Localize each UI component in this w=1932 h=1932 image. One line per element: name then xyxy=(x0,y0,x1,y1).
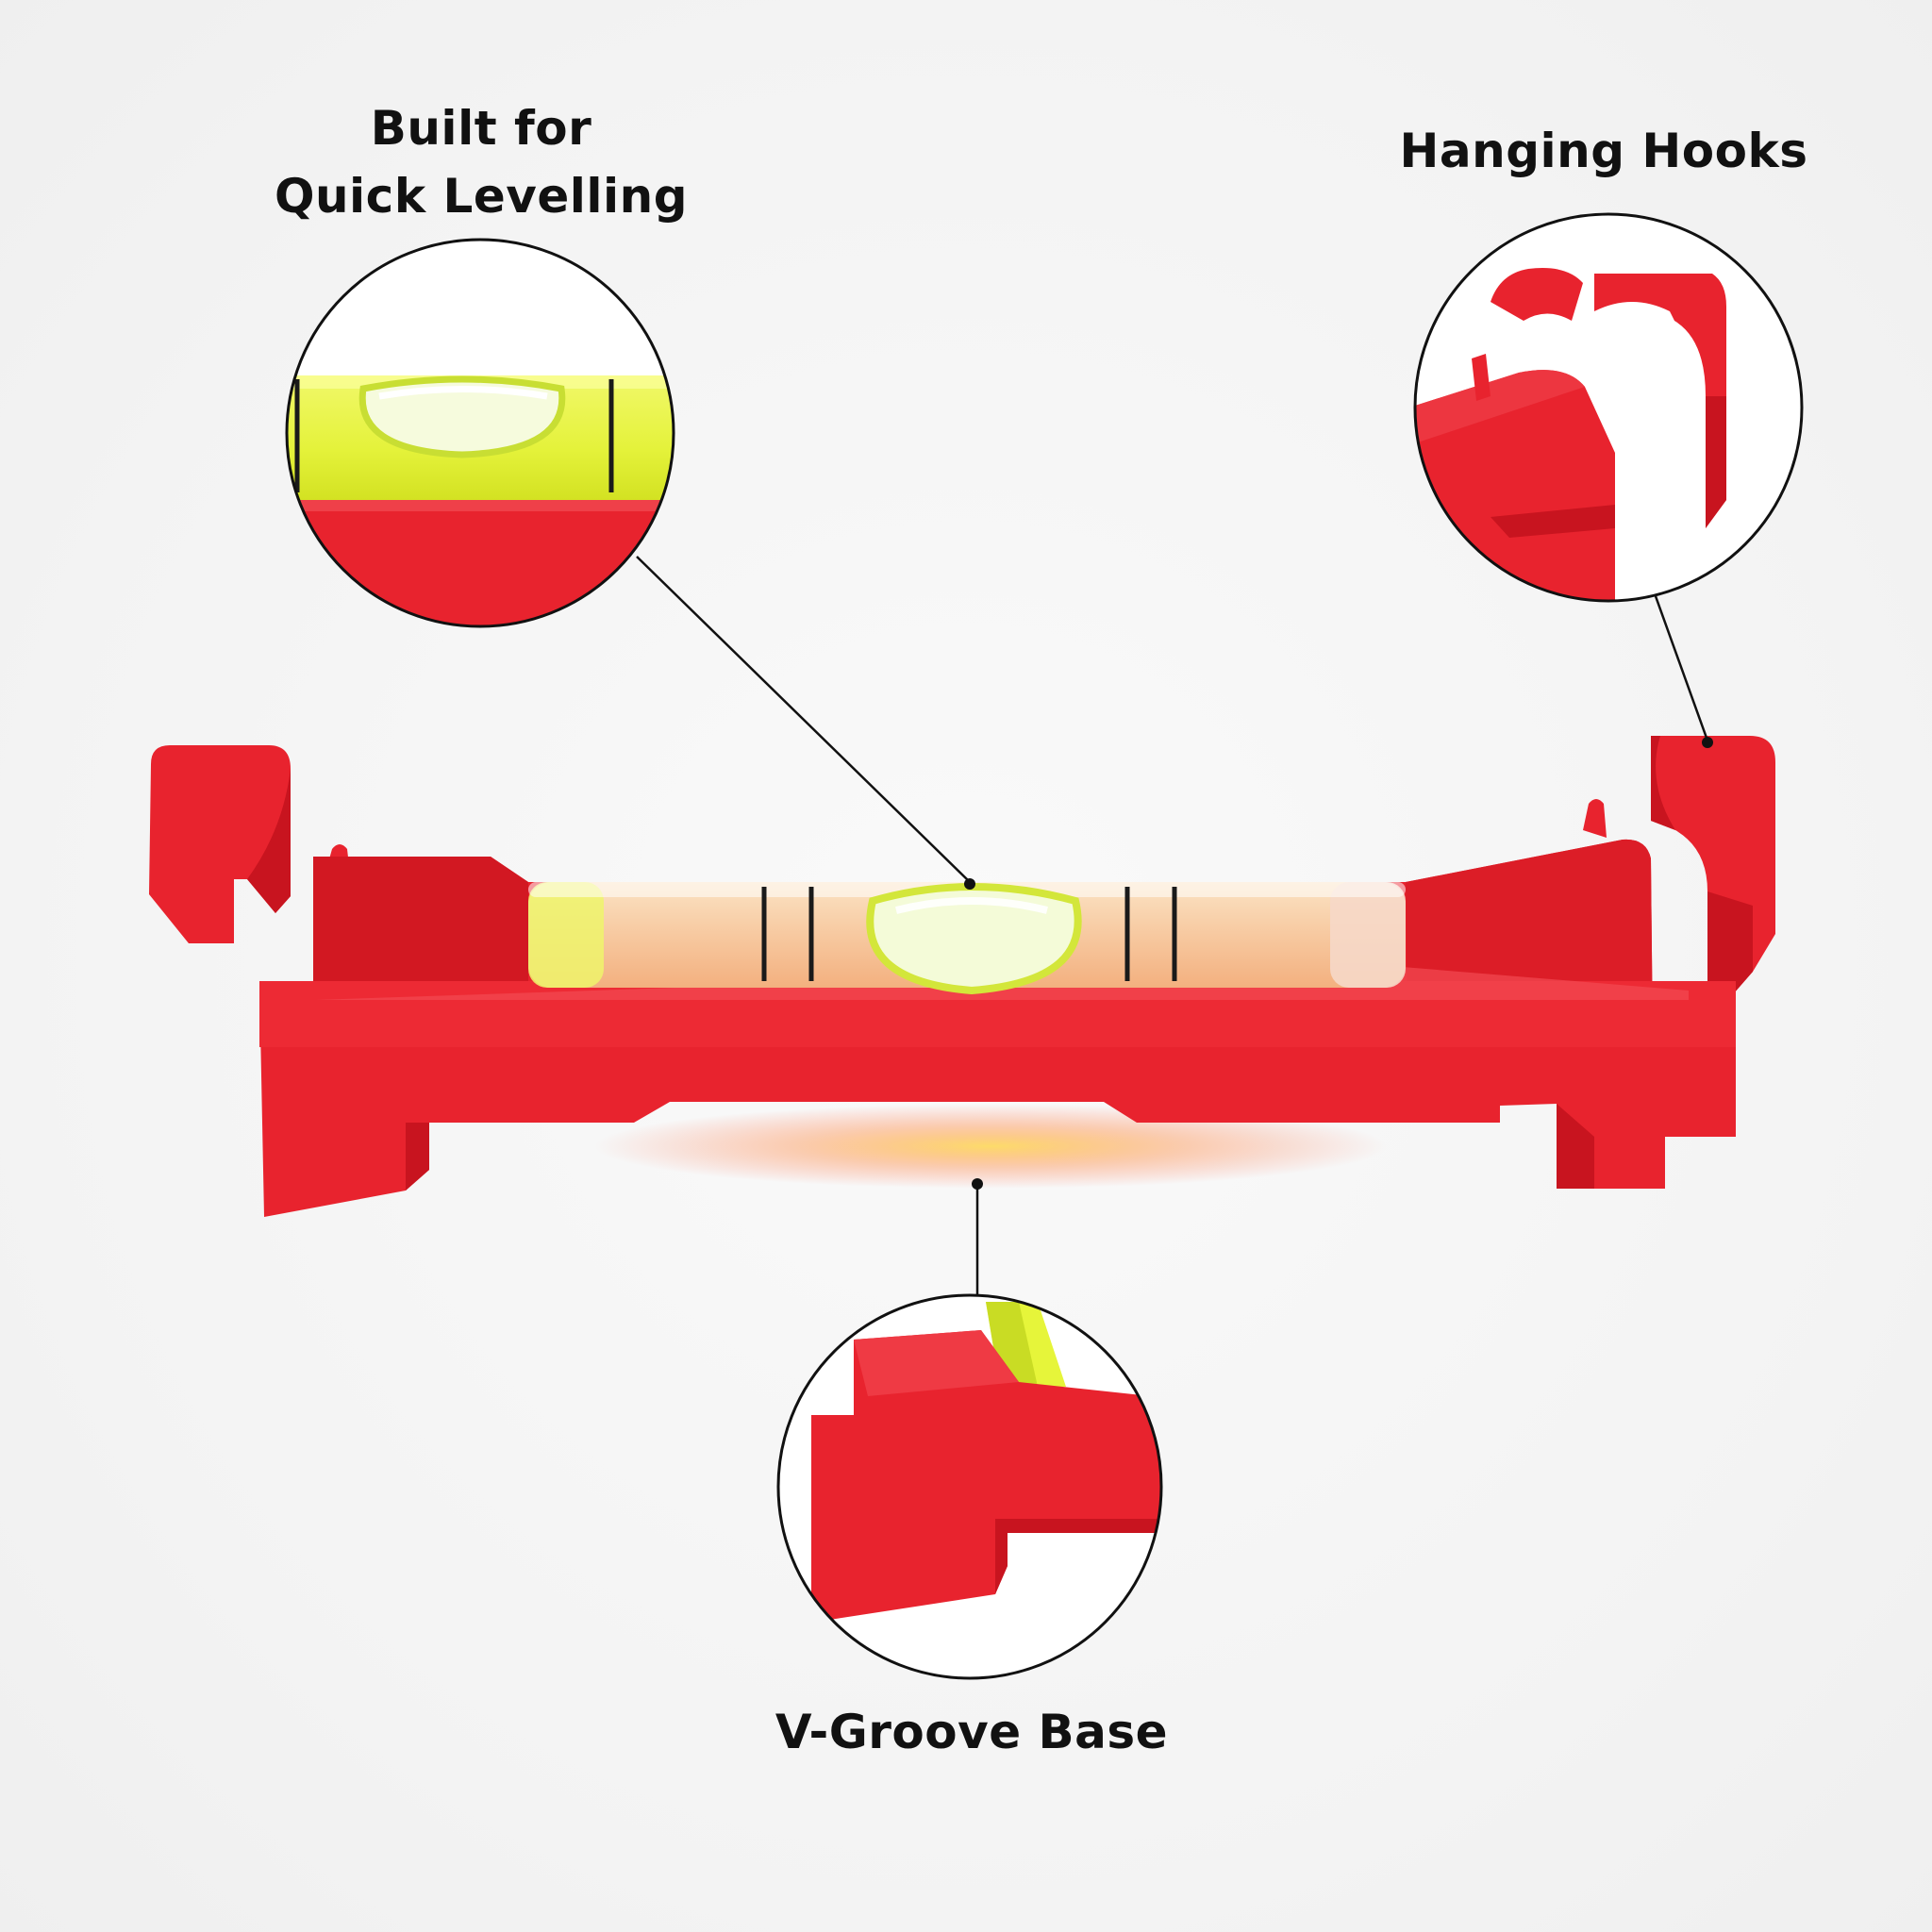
levelling-callout-label: Built for Quick Levelling xyxy=(217,94,745,230)
zoom-circle-levelling xyxy=(285,238,675,628)
zoom-circle-hooks xyxy=(1413,212,1804,603)
levelling-label-line2: Quick Levelling xyxy=(274,169,689,224)
line-level-body xyxy=(149,736,1775,1217)
groove-pointer-dot xyxy=(972,1178,983,1190)
levelling-pointer-dot xyxy=(964,878,975,890)
callout-connectors xyxy=(636,556,1713,1297)
groove-callout-label: V-Groove Base xyxy=(774,1705,1169,1759)
hooks-pointer-dot xyxy=(1702,737,1713,748)
zoom-circle-groove xyxy=(776,1293,1163,1680)
levelling-label-line1: Built for xyxy=(370,101,592,156)
hooks-callout-label: Hanging Hooks xyxy=(1399,124,1808,178)
